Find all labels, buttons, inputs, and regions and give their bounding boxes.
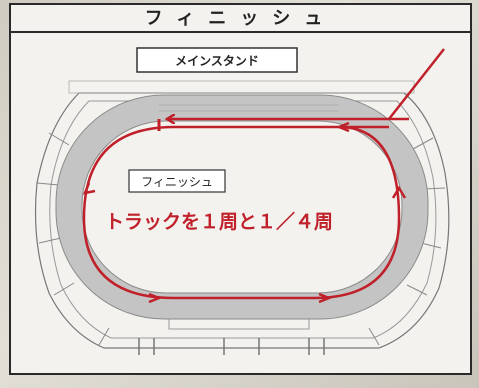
stadium-outer-structure [34,92,450,355]
running-track [55,94,429,320]
finish-label: フィニッシュ [141,175,213,189]
main-stand-front-area [68,80,415,94]
main-stand-label: メインスタンド [175,54,259,68]
title-bar: フィニッシュ [9,3,472,33]
figure-title: フィニッシュ [144,8,337,29]
main-stand: メインスタンド [136,47,298,73]
route-arrow-left [82,182,96,195]
route-path [82,48,445,304]
route-arrow-bottom-right [318,292,333,304]
route-description: トラックを１周と１／４周 [105,210,333,233]
route-arrow-right [391,185,407,199]
finish-label-box: フィニッシュ [128,169,226,193]
route-arrow-top [335,121,350,133]
stadium-diagram: メインスタンド フィニッシュ トラックを１周と１／４周 [34,47,450,355]
route-arrow-bottom-left [148,292,163,304]
